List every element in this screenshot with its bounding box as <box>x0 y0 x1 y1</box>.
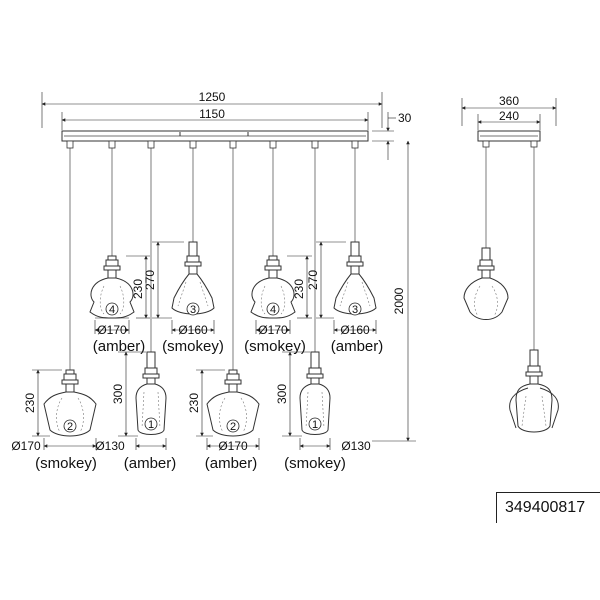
pendant-cords <box>66 140 359 370</box>
dim-total-height: 2000 <box>372 140 416 442</box>
shade-1r-diameter: Ø130 <box>341 439 371 453</box>
label-240: 240 <box>499 109 519 123</box>
shade-4r-number: 4 <box>270 304 276 316</box>
shade-3-height: 270 <box>143 270 157 290</box>
dim-shade-4-left: 230 Ø170 (amber) <box>93 255 150 355</box>
dim-bar-width: 1150 <box>61 107 369 130</box>
label-amber-4: (amber) <box>205 455 258 472</box>
side-shade-lower <box>509 349 559 433</box>
shade-4r-diameter: Ø170 <box>258 323 288 337</box>
label-360: 360 <box>499 94 519 108</box>
shade-4r-height: 230 <box>292 279 306 299</box>
label-smokey-4: (smokey) <box>284 455 346 472</box>
dim-shade-4-right: 230 Ø170 (smokey) <box>244 255 312 355</box>
shade-3r-number: 3 <box>352 304 358 316</box>
shade-2-left: 2 <box>43 369 97 437</box>
label-smokey-3: (smokey) <box>35 455 97 472</box>
shade-3-diameter: Ø160 <box>178 323 208 337</box>
label-smokey-1: (smokey) <box>162 338 224 355</box>
label-1150: 1150 <box>199 107 225 121</box>
dim-shade-1-left: 300 Ø130 (amber) <box>95 351 177 472</box>
shade-3-number: 3 <box>190 304 196 316</box>
side-shade-upper <box>463 247 509 320</box>
dim-shade-3-right: 270 Ø160 (amber) <box>306 241 384 355</box>
shade-2-number: 2 <box>67 421 73 433</box>
shade-2-height: 230 <box>23 393 37 413</box>
shade-3-right: 3 <box>333 241 377 316</box>
shade-1-number: 1 <box>148 419 154 431</box>
shade-1r-number: 1 <box>312 419 318 431</box>
shade-1-diameter: Ø130 <box>95 439 125 453</box>
shade-3r-diameter: Ø160 <box>340 323 370 337</box>
label-smokey-2: (smokey) <box>244 338 306 355</box>
dim-bar-height: 30 <box>372 111 412 160</box>
dim-side-outer: 360 <box>461 94 557 126</box>
dim-shade-2-right: 230 Ø170 (amber) <box>187 369 260 472</box>
shade-4-diameter: Ø170 <box>97 323 127 337</box>
shade-1r-height: 300 <box>275 384 289 404</box>
shade-1-right: 1 <box>299 351 331 435</box>
product-code: 349400817 <box>505 499 586 516</box>
dim-shade-3-left: 270 Ø160 (smokey) <box>143 241 224 355</box>
shade-3-left: 3 <box>171 241 215 316</box>
shade-4-left: 4 <box>89 255 135 319</box>
shade-2-diameter: Ø170 <box>11 439 41 453</box>
label-amber-3: (amber) <box>124 455 177 472</box>
dim-side-inner: 240 <box>477 109 541 130</box>
shade-1-height: 300 <box>111 384 125 404</box>
shade-4-number: 4 <box>109 304 115 316</box>
shade-4-height: 230 <box>131 279 145 299</box>
label-2000: 2000 <box>392 287 406 314</box>
shade-1-left: 1 <box>135 351 167 435</box>
shade-2r-number: 2 <box>230 421 236 433</box>
shade-3r-height: 270 <box>306 270 320 290</box>
shade-2r-diameter: Ø170 <box>218 439 248 453</box>
product-code-box: 349400817 <box>496 492 600 523</box>
dim-shade-1-right: 300 Ø130 (smokey) <box>275 351 371 472</box>
label-1250: 1250 <box>199 90 226 104</box>
shade-2-right: 2 <box>206 369 260 437</box>
dim-total-width: 1250 <box>41 90 383 128</box>
label-30: 30 <box>398 111 412 125</box>
shade-2r-height: 230 <box>187 393 201 413</box>
label-amber-1: (amber) <box>93 338 146 355</box>
dim-shade-2-left: 230 Ø170 (smokey) <box>11 369 97 472</box>
label-amber-2: (amber) <box>331 338 384 355</box>
shade-4-right: 4 <box>250 255 296 319</box>
